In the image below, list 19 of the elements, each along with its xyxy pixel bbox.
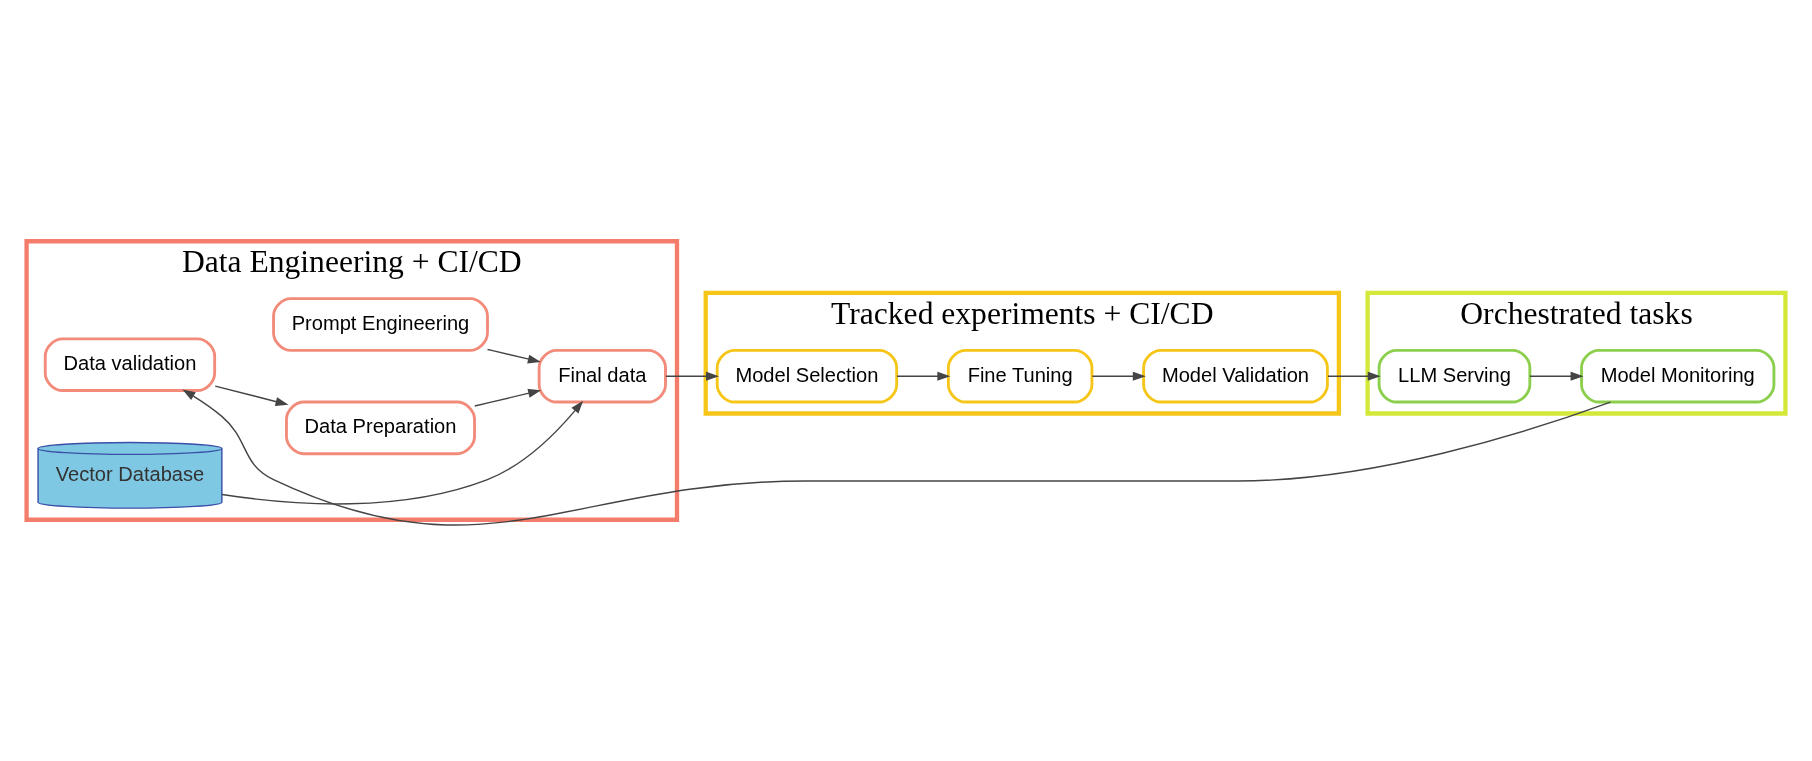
arrow — [1327, 371, 1381, 381]
arrow — [486, 348, 541, 364]
node-box: Model Validation — [1142, 348, 1329, 404]
arrow — [665, 371, 720, 381]
node-box: Model Selection — [715, 348, 899, 404]
arrow — [1529, 371, 1584, 381]
arrow — [474, 388, 542, 407]
arrow — [214, 385, 289, 406]
arrow — [1091, 371, 1146, 381]
node-box: Prompt Engineering — [272, 297, 489, 352]
node-box: Model Monitoring — [1580, 348, 1776, 404]
node-box: Data Preparation — [285, 400, 476, 456]
node-box: Fine Tuning — [946, 348, 1094, 404]
arrow — [896, 371, 951, 381]
node-box: LLM Serving — [1377, 348, 1532, 404]
arrow — [221, 400, 584, 505]
arrow — [182, 389, 1612, 526]
node-box: Data validation — [43, 337, 217, 392]
node-box: Final data — [537, 348, 667, 404]
